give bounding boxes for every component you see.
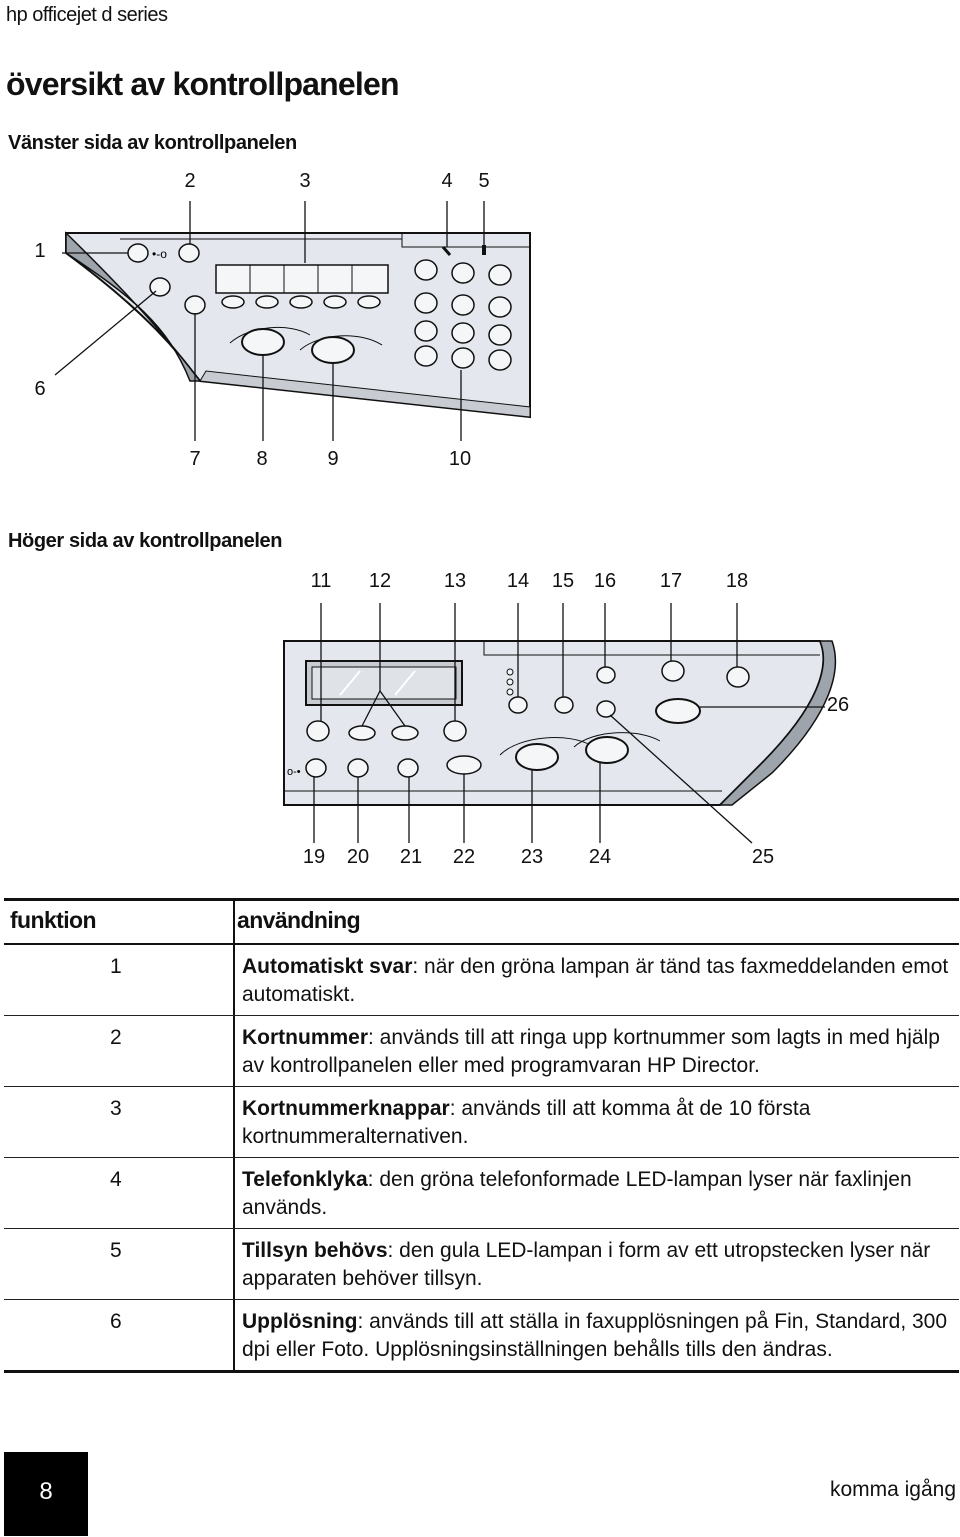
row-number: 1 [110, 955, 122, 978]
row-description: Tillsyn behövs: den gula LED-lampan i fo… [242, 1237, 955, 1293]
row-description: Telefonklyka: den gröna telefonformade L… [242, 1166, 955, 1222]
right-control-panel-illustration: o-• [283, 603, 837, 844]
row-text: : används till att ställa in faxupplösni… [242, 1310, 948, 1361]
row-term: Kortnummerknappar [242, 1097, 450, 1120]
left-panel-bottom-lip [199, 370, 531, 418]
row-number: 4 [110, 1168, 122, 1191]
right-panel-side-edge [718, 640, 837, 806]
row-text: : den gula LED-lampan i form av ett utro… [242, 1239, 931, 1290]
row-number: 3 [110, 1097, 122, 1120]
callout-8: 8 [256, 448, 268, 470]
row-term: Upplösning [242, 1310, 358, 1333]
right-panel-heading: Höger sida av kontrollpanelen [8, 530, 283, 552]
callout-3: 3 [299, 170, 311, 192]
row-number: 6 [110, 1310, 122, 1333]
callout-10: 10 [448, 448, 472, 470]
callout-23: 23 [520, 846, 544, 868]
page-number-box: 8 [4, 1452, 88, 1536]
callout-15: 15 [551, 570, 575, 592]
running-head: hp officejet d series [6, 4, 168, 26]
left-control-panel-illustration: •-o [54, 201, 531, 441]
table-row: 6 Upplösning: används till att ställa in… [4, 1300, 959, 1373]
row-term: Automatiskt svar [242, 955, 413, 978]
row-description: Kortnummer: används till att ringa upp k… [242, 1024, 955, 1080]
callout-14: 14 [506, 570, 530, 592]
callout-6: 6 [34, 378, 46, 400]
callout-2: 2 [184, 170, 196, 192]
page-number: 8 [39, 1478, 53, 1505]
callout-20: 20 [346, 846, 370, 868]
callout-7: 7 [189, 448, 201, 470]
table-row: 2 Kortnummer: används till att ringa upp… [4, 1016, 959, 1087]
callout-21: 21 [399, 846, 423, 868]
callout-17: 17 [659, 570, 683, 592]
row-term: Telefonklyka [242, 1168, 368, 1191]
row-text: : används till att komma åt de 10 första… [242, 1097, 811, 1148]
callout-5: 5 [478, 170, 490, 192]
svg-text:o-•: o-• [287, 766, 301, 778]
row-description: Kortnummerknappar: används till att komm… [242, 1095, 955, 1151]
row-text: : den gröna telefonformade LED-lampan ly… [242, 1168, 912, 1219]
row-number: 2 [110, 1026, 122, 1049]
table-header-row: funktion användning [4, 898, 959, 945]
callout-13: 13 [443, 570, 467, 592]
row-description: Automatiskt svar: när den gröna lampan ä… [242, 953, 955, 1009]
row-description: Upplösning: används till att ställa in f… [242, 1308, 955, 1364]
callout-1: 1 [34, 240, 46, 262]
callout-22: 22 [452, 846, 476, 868]
column-header-usage: användning [237, 907, 361, 933]
callout-24: 24 [588, 846, 612, 868]
table-row: 4 Telefonklyka: den gröna telefonformade… [4, 1158, 959, 1229]
section-footer: komma igång [829, 1478, 956, 1501]
row-number: 5 [110, 1239, 122, 1262]
table-row: 5 Tillsyn behövs: den gula LED-lampan i … [4, 1229, 959, 1300]
callout-12: 12 [368, 570, 392, 592]
left-panel-heading: Vänster sida av kontrollpanelen [8, 132, 297, 154]
row-term: Kortnummer [242, 1026, 369, 1049]
table-row: 3 Kortnummerknappar: används till att ko… [4, 1087, 959, 1158]
callout-9: 9 [327, 448, 339, 470]
table-row: 1 Automatiskt svar: när den gröna lampan… [4, 945, 959, 1016]
callout-11: 11 [310, 570, 332, 592]
row-text: : används till att ringa upp kortnummer … [242, 1026, 940, 1077]
callout-25: 25 [751, 846, 775, 868]
callout-26: 26 [826, 694, 850, 716]
row-text: : när den gröna lampan är tänd tas faxme… [242, 955, 949, 1006]
function-table: funktion användning 1 Automatiskt svar: … [4, 898, 959, 1373]
callout-19: 19 [302, 846, 326, 868]
column-header-function: funktion [10, 907, 97, 933]
svg-text:•-o: •-o [152, 247, 167, 261]
callout-4: 4 [441, 170, 453, 192]
row-term: Tillsyn behövs [242, 1239, 388, 1262]
page-title: översikt av kontrollpanelen [6, 66, 400, 102]
callout-18: 18 [725, 570, 749, 592]
callout-16: 16 [593, 570, 617, 592]
